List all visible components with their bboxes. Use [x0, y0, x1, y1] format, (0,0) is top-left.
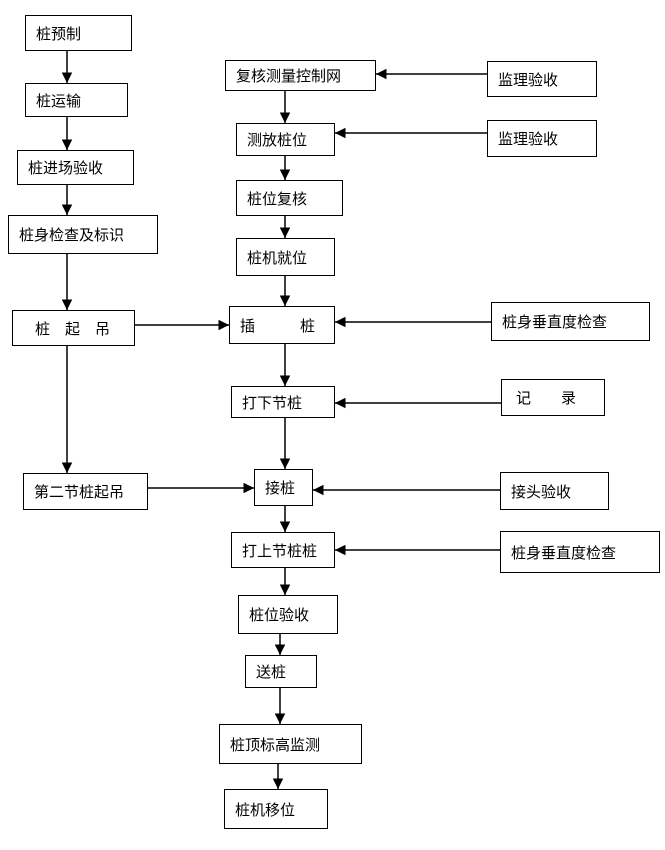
node-follow-pile: 送桩 — [245, 655, 317, 688]
node-rig-relocation: 桩机移位 — [224, 789, 328, 829]
node-pile-transport: 桩运输 — [25, 83, 128, 117]
node-pile-lifting: 桩 起 吊 — [12, 310, 135, 346]
node-second-section-lifting: 第二节桩起吊 — [23, 473, 148, 510]
node-drive-upper-section: 打上节桩桩 — [231, 532, 335, 568]
node-supervisor-accept-1: 监理验收 — [487, 61, 597, 97]
node-stake-out-position: 测放桩位 — [236, 123, 335, 156]
node-drive-lower-section: 打下节桩 — [231, 386, 335, 418]
node-insert-pile: 插 桩 — [229, 306, 335, 344]
node-top-elevation-monitor: 桩顶标高监测 — [219, 724, 362, 764]
node-position-acceptance: 桩位验收 — [238, 595, 338, 634]
node-pile-body-check-mark: 桩身检查及标识 — [8, 215, 158, 254]
node-rig-in-place: 桩机就位 — [236, 238, 335, 276]
node-supervisor-accept-2: 监理验收 — [487, 120, 597, 157]
node-joint-acceptance: 接头验收 — [500, 472, 609, 510]
node-pile-arrival-accept: 桩进场验收 — [17, 150, 134, 185]
node-verticality-check-1: 桩身垂直度检查 — [491, 302, 650, 341]
node-record: 记 录 — [501, 379, 605, 416]
node-verticality-check-2: 桩身垂直度检查 — [500, 531, 660, 573]
node-pile-prefab: 桩预制 — [25, 15, 132, 51]
node-position-recheck: 桩位复核 — [236, 180, 343, 216]
node-splice-pile: 接桩 — [254, 469, 313, 506]
node-recheck-control-network: 复核测量控制网 — [225, 60, 376, 91]
